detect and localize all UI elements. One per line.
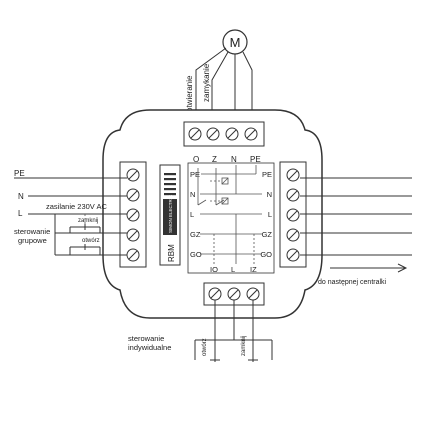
label-next-unit: do następnej centralki	[318, 279, 387, 286]
inner-left-pe: PE	[190, 170, 200, 179]
top-terminal-block	[183, 121, 265, 147]
inner-right-l: L	[268, 210, 272, 219]
top-term-pe: PE	[250, 155, 261, 164]
label-ind-open: otwórz	[202, 338, 208, 356]
top-term-o: O	[193, 155, 199, 164]
top-screws	[188, 127, 258, 141]
right-wiring: do następnej centralki	[300, 177, 412, 286]
label-group-open: otwórz	[82, 238, 100, 244]
label-open-wire: otwieranie	[185, 75, 194, 112]
inner-right-pe: PE	[262, 170, 272, 179]
bottom-term-io: IO	[210, 265, 218, 274]
bottom-terminal-block	[203, 282, 265, 306]
vent-slots	[164, 173, 176, 196]
label-supply: zasilanie 230V AC	[46, 202, 107, 211]
label-n: N	[18, 192, 24, 201]
top-term-z: Z	[212, 155, 217, 164]
bottom-term-l: L	[231, 265, 235, 274]
arrow-head-icon	[397, 263, 408, 273]
label-individual-1: sterowanie	[128, 334, 164, 343]
inner-left-go: GO	[190, 250, 202, 259]
inner-right-gz: GZ	[262, 230, 273, 239]
label-individual-2: indywidualne	[128, 343, 171, 352]
bottom-wiring: otwórz zamknij sterowanie indywidualne	[128, 300, 273, 362]
inner-left-l: L	[190, 210, 194, 219]
label-group-close: zamknij	[78, 218, 98, 224]
label-close-wire: zamykanie	[202, 63, 211, 102]
inner-left-gz: GZ	[190, 230, 201, 239]
label-group-control-2: grupowe	[18, 236, 47, 245]
left-wiring: PE N L zasilanie 230V AC sterowanie grup…	[14, 169, 127, 256]
module-plate: SIMON ELECTRIC RBM	[159, 164, 181, 266]
label-pe: PE	[14, 169, 25, 178]
motor: M	[222, 29, 248, 55]
label-ind-close: zamknij	[241, 336, 247, 356]
brand-text: SIMON ELECTRIC	[168, 194, 173, 233]
top-term-n: N	[231, 155, 237, 164]
inner-schematic: O Z N PE PE N L GZ GO PE N L GZ GO IO L …	[187, 155, 275, 274]
label-l: L	[18, 209, 23, 218]
inner-right-n: N	[267, 190, 272, 199]
module-name: RBM	[167, 244, 176, 262]
label-group-control-1: sterowanie	[14, 227, 50, 236]
inner-left-n: N	[190, 190, 195, 199]
inner-right-go: GO	[260, 250, 272, 259]
bottom-term-iz: IZ	[250, 265, 257, 274]
motor-symbol: M	[230, 35, 241, 50]
brand-logo	[163, 199, 177, 235]
